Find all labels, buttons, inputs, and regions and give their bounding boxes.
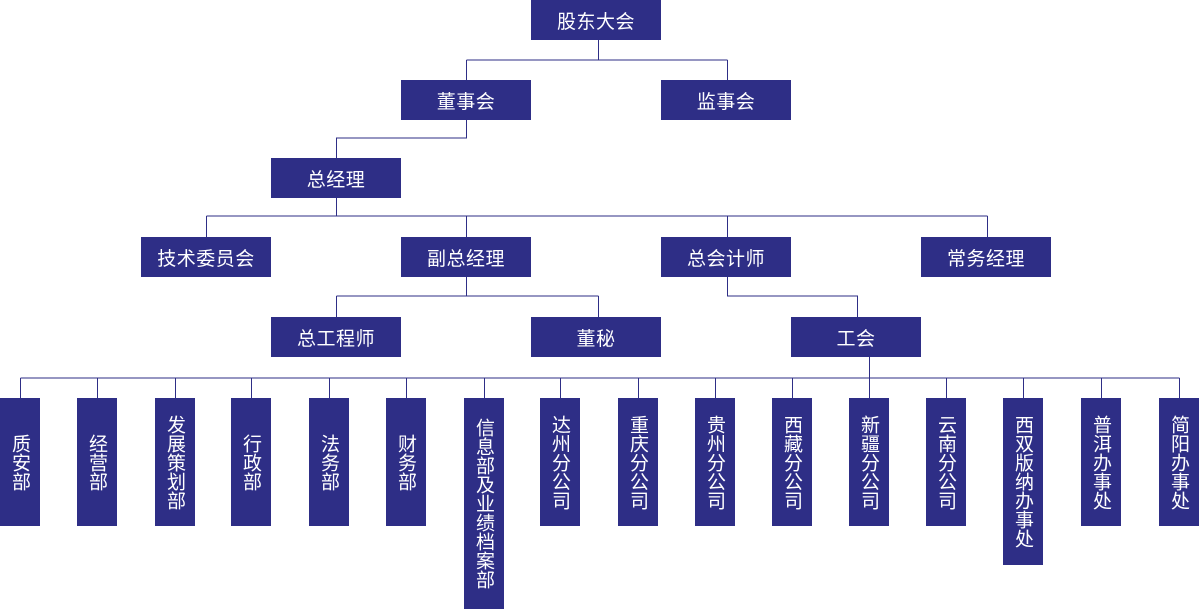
node-deputy-gm: 副总经理 [401, 237, 531, 277]
node-department: 达州分公司 [540, 398, 580, 526]
node-department: 信息部及业绩档案部 [464, 398, 504, 609]
node-department: 经营部 [77, 398, 117, 526]
node-department: 云南分公司 [926, 398, 966, 526]
node-department: 发展策划部 [155, 398, 195, 526]
connector-shareholders [466, 40, 728, 80]
node-department: 法务部 [309, 398, 349, 526]
connector-accountant-union [727, 277, 858, 317]
node-department: 新疆分公司 [849, 398, 889, 526]
node-executive-manager: 常务经理 [921, 237, 1051, 277]
node-department: 质安部 [0, 398, 40, 526]
node-gm: 总经理 [271, 158, 401, 198]
node-department: 西藏分公司 [772, 398, 812, 526]
node-tech-committee: 技术委员会 [141, 237, 271, 277]
node-union: 工会 [791, 317, 921, 357]
connector-union-departments [20, 357, 1180, 398]
node-department: 行政部 [231, 398, 271, 526]
node-department: 简阳办事处 [1159, 398, 1199, 526]
node-board-secretary: 董秘 [531, 317, 661, 357]
node-department: 财务部 [386, 398, 426, 526]
node-department: 重庆分公司 [618, 398, 658, 526]
connector-gm-level3 [206, 198, 988, 237]
node-shareholders: 股东大会 [531, 0, 661, 40]
node-department: 普洱办事处 [1081, 398, 1121, 526]
node-supervisors: 监事会 [661, 80, 791, 120]
node-department: 贵州分公司 [695, 398, 735, 526]
node-chief-accountant: 总会计师 [661, 237, 791, 277]
node-board: 董事会 [401, 80, 531, 120]
node-chief-engineer: 总工程师 [271, 317, 401, 357]
connector-deputy [336, 277, 599, 317]
node-department: 西双版纳办事处 [1003, 398, 1043, 565]
connector-board-gm [336, 120, 467, 158]
